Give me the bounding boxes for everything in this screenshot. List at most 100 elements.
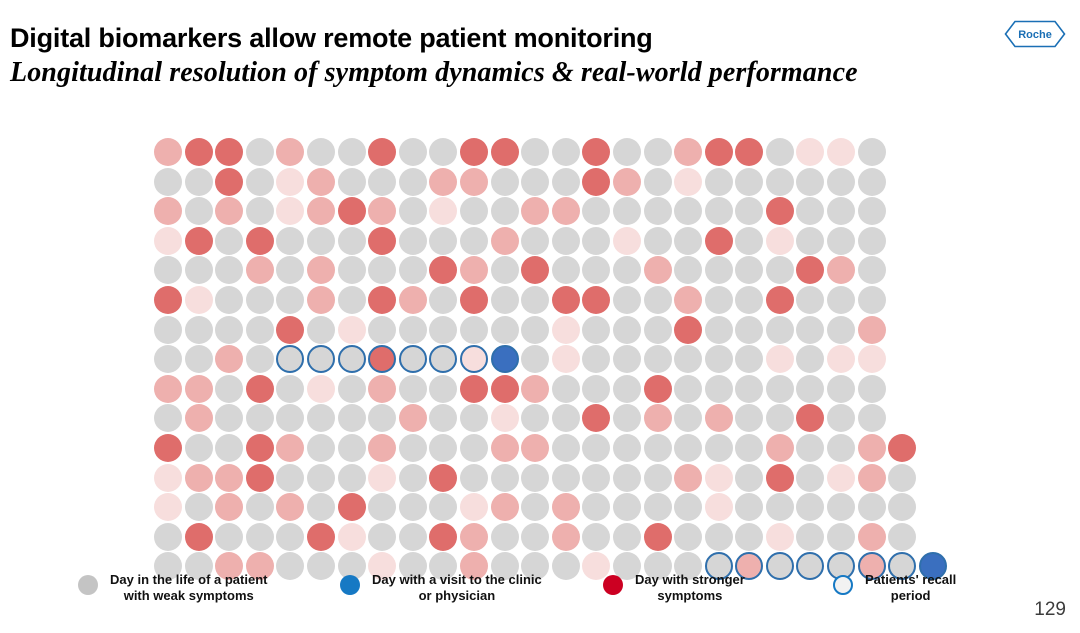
patient-day-dot [582,138,611,166]
patient-day-dot [704,463,733,492]
recall-period-day-dot [429,345,458,374]
patient-day-dot [674,463,703,492]
recall-period-day-dot [368,345,397,374]
patient-day-dot [490,138,519,166]
patient-day-dot [459,493,488,522]
patient-day-dot [857,138,886,166]
patient-day-dot [276,522,305,551]
patient-day-dot [337,226,366,255]
patient-day-dot [245,345,274,374]
patient-day-dot [551,256,580,285]
patient-day-dot [704,138,733,166]
patient-day-dot [796,522,825,551]
patient-day-dot [398,167,427,196]
patient-day-dot [582,493,611,522]
patient-day-dot [827,522,856,551]
patient-day-dot [459,167,488,196]
patient-day-dot [765,167,794,196]
patient-day-dot [827,167,856,196]
patient-day-dot [582,552,611,581]
recall-period-day-dot [459,345,488,374]
patient-day-dot [551,315,580,344]
patient-day-dot [674,226,703,255]
patient-day-dot [857,285,886,314]
patient-day-dot [674,433,703,462]
patient-day-dot [857,463,886,492]
patient-day-dot [184,552,213,581]
patient-day-dot [337,463,366,492]
patient-day-dot [490,493,519,522]
patient-day-dot [612,374,641,403]
patient-day-dot [827,138,856,166]
patient-day-dot [154,226,182,255]
patient-day-dot [245,552,274,581]
patient-day-dot [306,552,335,581]
patient-day-dot [857,315,886,344]
patient-day-dot [368,374,397,403]
patient-day-dot [765,315,794,344]
patient-day-dot [398,404,427,433]
patient-day-dot [337,285,366,314]
patient-day-dot [582,197,611,226]
patient-day-dot [490,315,519,344]
patient-day-dot [154,522,182,551]
patient-day-dot [704,167,733,196]
patient-day-dot [215,138,244,166]
patient-day-dot [398,374,427,403]
patient-day-dot [154,167,182,196]
patient-day-dot [337,433,366,462]
patient-day-dot-grid [154,138,947,581]
patient-day-dot [704,404,733,433]
patient-day-dot [215,226,244,255]
patient-day-dot [521,197,550,226]
patient-day-dot [704,197,733,226]
dot-grid-row [154,552,947,581]
patient-day-dot [643,285,672,314]
patient-day-dot [827,433,856,462]
patient-day-dot [827,404,856,433]
dot-grid-row [154,404,924,433]
patient-day-dot [765,374,794,403]
patient-day-dot [245,256,274,285]
patient-day-dot [735,315,764,344]
patient-day-dot [582,285,611,314]
patient-day-dot [245,315,274,344]
patient-day-dot [735,493,764,522]
patient-day-dot [306,226,335,255]
patient-day-dot [154,256,182,285]
patient-day-dot [184,285,213,314]
patient-day-dot [398,256,427,285]
patient-day-dot [857,404,886,433]
patient-day-dot [582,463,611,492]
patient-day-dot [643,226,672,255]
patient-day-dot [490,463,519,492]
patient-day-dot [521,493,550,522]
patient-day-dot [306,167,335,196]
dot-grid-row [154,374,924,403]
patient-day-dot [215,463,244,492]
patient-day-dot [215,433,244,462]
patient-day-dot [612,463,641,492]
patient-day-dot [276,493,305,522]
patient-day-dot [306,433,335,462]
patient-day-dot [398,522,427,551]
patient-day-dot [184,374,213,403]
patient-day-dot [459,374,488,403]
patient-day-dot [735,463,764,492]
patient-day-dot [704,433,733,462]
patient-day-dot [551,197,580,226]
patient-day-dot [643,374,672,403]
patient-day-dot [245,433,274,462]
patient-day-dot [215,552,244,581]
patient-day-dot [612,345,641,374]
patient-day-dot [674,404,703,433]
patient-day-dot [796,404,825,433]
patient-day-dot [674,315,703,344]
patient-day-dot [612,493,641,522]
patient-day-dot [765,256,794,285]
patient-day-dot [551,493,580,522]
patient-day-dot [398,493,427,522]
patient-day-dot [612,256,641,285]
patient-day-dot [184,167,213,196]
patient-day-dot [582,167,611,196]
